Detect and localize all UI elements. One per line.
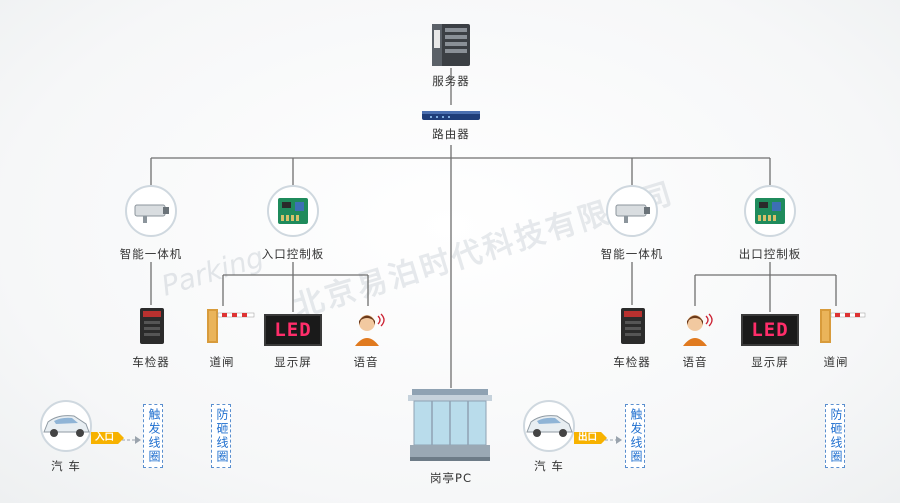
camera-label-right: 智能一体机 — [600, 247, 664, 261]
trigger-coil-right: 触发线圈 — [625, 404, 645, 468]
led-display-right: LED — [741, 314, 799, 346]
router-label: 路由器 — [432, 127, 470, 141]
vehicle-detector-icon-right — [618, 306, 648, 350]
anti-smash-coil-right: 防砸线圈 — [825, 404, 845, 468]
led-text-left: LED — [274, 319, 312, 341]
control-board-icon-exit — [744, 185, 796, 241]
server-label: 服务器 — [432, 74, 470, 88]
camera-label-left: 智能一体机 — [119, 247, 183, 261]
voice-icon-left — [352, 310, 386, 350]
barrier-gate-icon-right — [818, 305, 868, 349]
vehicle-detector-icon-left — [137, 306, 167, 350]
anti-smash-coil-left: 防砸线圈 — [211, 404, 231, 468]
display-label-right: 显示屏 — [751, 355, 789, 369]
camera-icon-right — [606, 185, 658, 241]
car-icon-right — [517, 400, 581, 456]
detector-label-right: 车检器 — [613, 355, 651, 369]
board-label-exit: 出口控制板 — [738, 247, 802, 261]
barrier-gate-icon-left — [205, 305, 255, 349]
board-label-entry: 入口控制板 — [261, 247, 325, 261]
led-text-right: LED — [751, 319, 789, 341]
display-label-left: 显示屏 — [274, 355, 312, 369]
detector-label-left: 车检器 — [132, 355, 170, 369]
booth-label: 岗亭PC — [430, 471, 472, 485]
exit-tag: 出口 — [574, 432, 608, 444]
voice-icon-right — [680, 310, 714, 350]
voice-label-left: 语音 — [353, 355, 379, 369]
booth-icon — [404, 385, 496, 469]
camera-icon-left — [125, 185, 177, 241]
trigger-coil-left: 触发线圈 — [143, 404, 163, 468]
router-icon — [421, 107, 481, 126]
car-label-right: 汽 车 — [534, 459, 564, 473]
entry-tag: 入口 — [91, 432, 125, 444]
voice-label-right: 语音 — [682, 355, 708, 369]
server-icon — [428, 22, 474, 72]
car-label-left: 汽 车 — [51, 459, 81, 473]
gate-label-left: 道闸 — [209, 355, 235, 369]
car-icon-left — [34, 400, 98, 456]
gate-label-right: 道闸 — [823, 355, 849, 369]
led-display-left: LED — [264, 314, 322, 346]
control-board-icon-entry — [267, 185, 319, 241]
